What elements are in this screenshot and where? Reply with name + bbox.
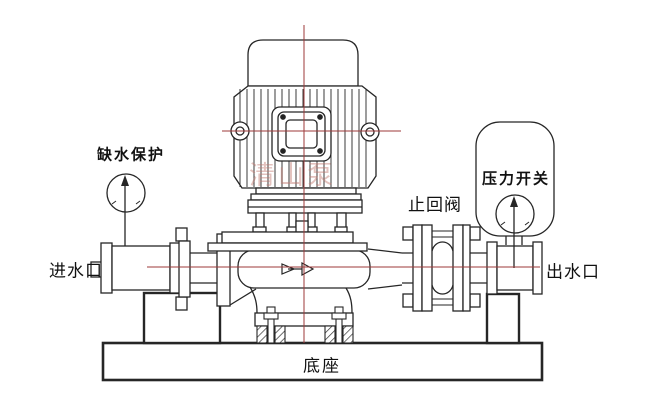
up-arrow-icon (121, 175, 129, 186)
tank-shell (475, 121, 555, 237)
base-plate (101, 341, 544, 382)
terminal-box-screw (317, 114, 323, 120)
inlet-coupling-body (111, 245, 171, 291)
up-arrow-icon (510, 196, 518, 207)
grout-block (274, 325, 286, 344)
column-foot (252, 226, 267, 233)
gauge-ticks (111, 200, 141, 205)
anchor-bolts (256, 306, 354, 344)
terminal-box-inner (285, 119, 318, 149)
shaft-seal-block (295, 220, 309, 233)
motor-neck-lower (250, 193, 362, 201)
valve-bolt-head (402, 293, 414, 308)
inlet-flange-bolt-bottom (175, 296, 188, 311)
valve-flange-left-inner (421, 224, 433, 312)
anchor-bolt-nut (263, 312, 279, 320)
valve-flange-right-outer (462, 224, 471, 312)
support-column (255, 212, 265, 229)
valve-flange-right-inner (452, 224, 464, 312)
support-column (336, 212, 347, 229)
discharge-reducer-top (367, 248, 403, 254)
valve-bolt-head (469, 226, 481, 241)
arrow-head (301, 261, 315, 277)
valve-pipe-lines (402, 252, 497, 284)
valve-bolt-head (402, 226, 414, 241)
foot-curve-left (249, 286, 258, 314)
terminal-box-screw (280, 114, 286, 120)
water-shortage-protection-gauge (106, 173, 146, 246)
label-water-shortage-protection: 缺水保护 (96, 145, 166, 164)
label-outlet: 出水口 (546, 262, 600, 283)
anchor-bolt-nut (331, 312, 347, 320)
watermark-text: 清山泵 (249, 161, 336, 191)
label-inlet: 进水口 (49, 261, 103, 282)
inlet-flange-plate-1 (178, 240, 191, 298)
anchor-bolt-head (334, 306, 344, 314)
outlet-coupling-ring-left (486, 241, 498, 295)
gauge-dial (106, 173, 146, 213)
column-foot (334, 226, 348, 233)
valve-body-top-wave (431, 241, 454, 252)
check-valve (402, 224, 543, 312)
tank-stem (505, 236, 523, 245)
terminal-box-screw (280, 148, 286, 154)
foot-curve-right (345, 287, 353, 314)
anchor-bolt-shaft (335, 318, 343, 344)
discharge-reducer-bottom (367, 284, 403, 290)
gauge-ticks (500, 221, 530, 226)
grout-block (342, 325, 354, 344)
lifting-eyelet-right-hole (365, 127, 375, 137)
tie-rods (405, 230, 476, 306)
support-column (288, 212, 297, 229)
right-pedestal (485, 292, 521, 345)
anchor-bolt-shaft (267, 318, 275, 344)
gauge-dial (495, 194, 535, 234)
inlet-flange-bolt-top (175, 227, 188, 242)
outlet-coupling-ring-right (532, 241, 543, 295)
support-column (307, 212, 316, 229)
suction-bottom-line (229, 288, 257, 306)
label-base: 底座 (303, 356, 341, 377)
label-check-valve: 止回阀 (408, 195, 462, 216)
grout-block (324, 325, 336, 344)
centerlines (147, 25, 540, 343)
valve-bolt-head (469, 293, 481, 308)
inlet-piping (90, 227, 231, 311)
motor (207, 39, 380, 252)
pump-top-plate (207, 242, 368, 252)
anchor-bolt-head (266, 306, 276, 314)
label-pressure-switch: 压力开关 (481, 169, 551, 188)
inlet-pipe-lines (190, 252, 217, 284)
outlet-coupling-body (496, 245, 534, 291)
terminal-box-screw (317, 148, 323, 154)
grout-block (256, 325, 268, 344)
pressure-tank (475, 121, 555, 268)
motor-cap (247, 39, 359, 87)
valve-body-bottom-wave (431, 284, 454, 295)
valve-flange-left-outer (412, 224, 423, 312)
pump-top-flange (221, 231, 354, 244)
